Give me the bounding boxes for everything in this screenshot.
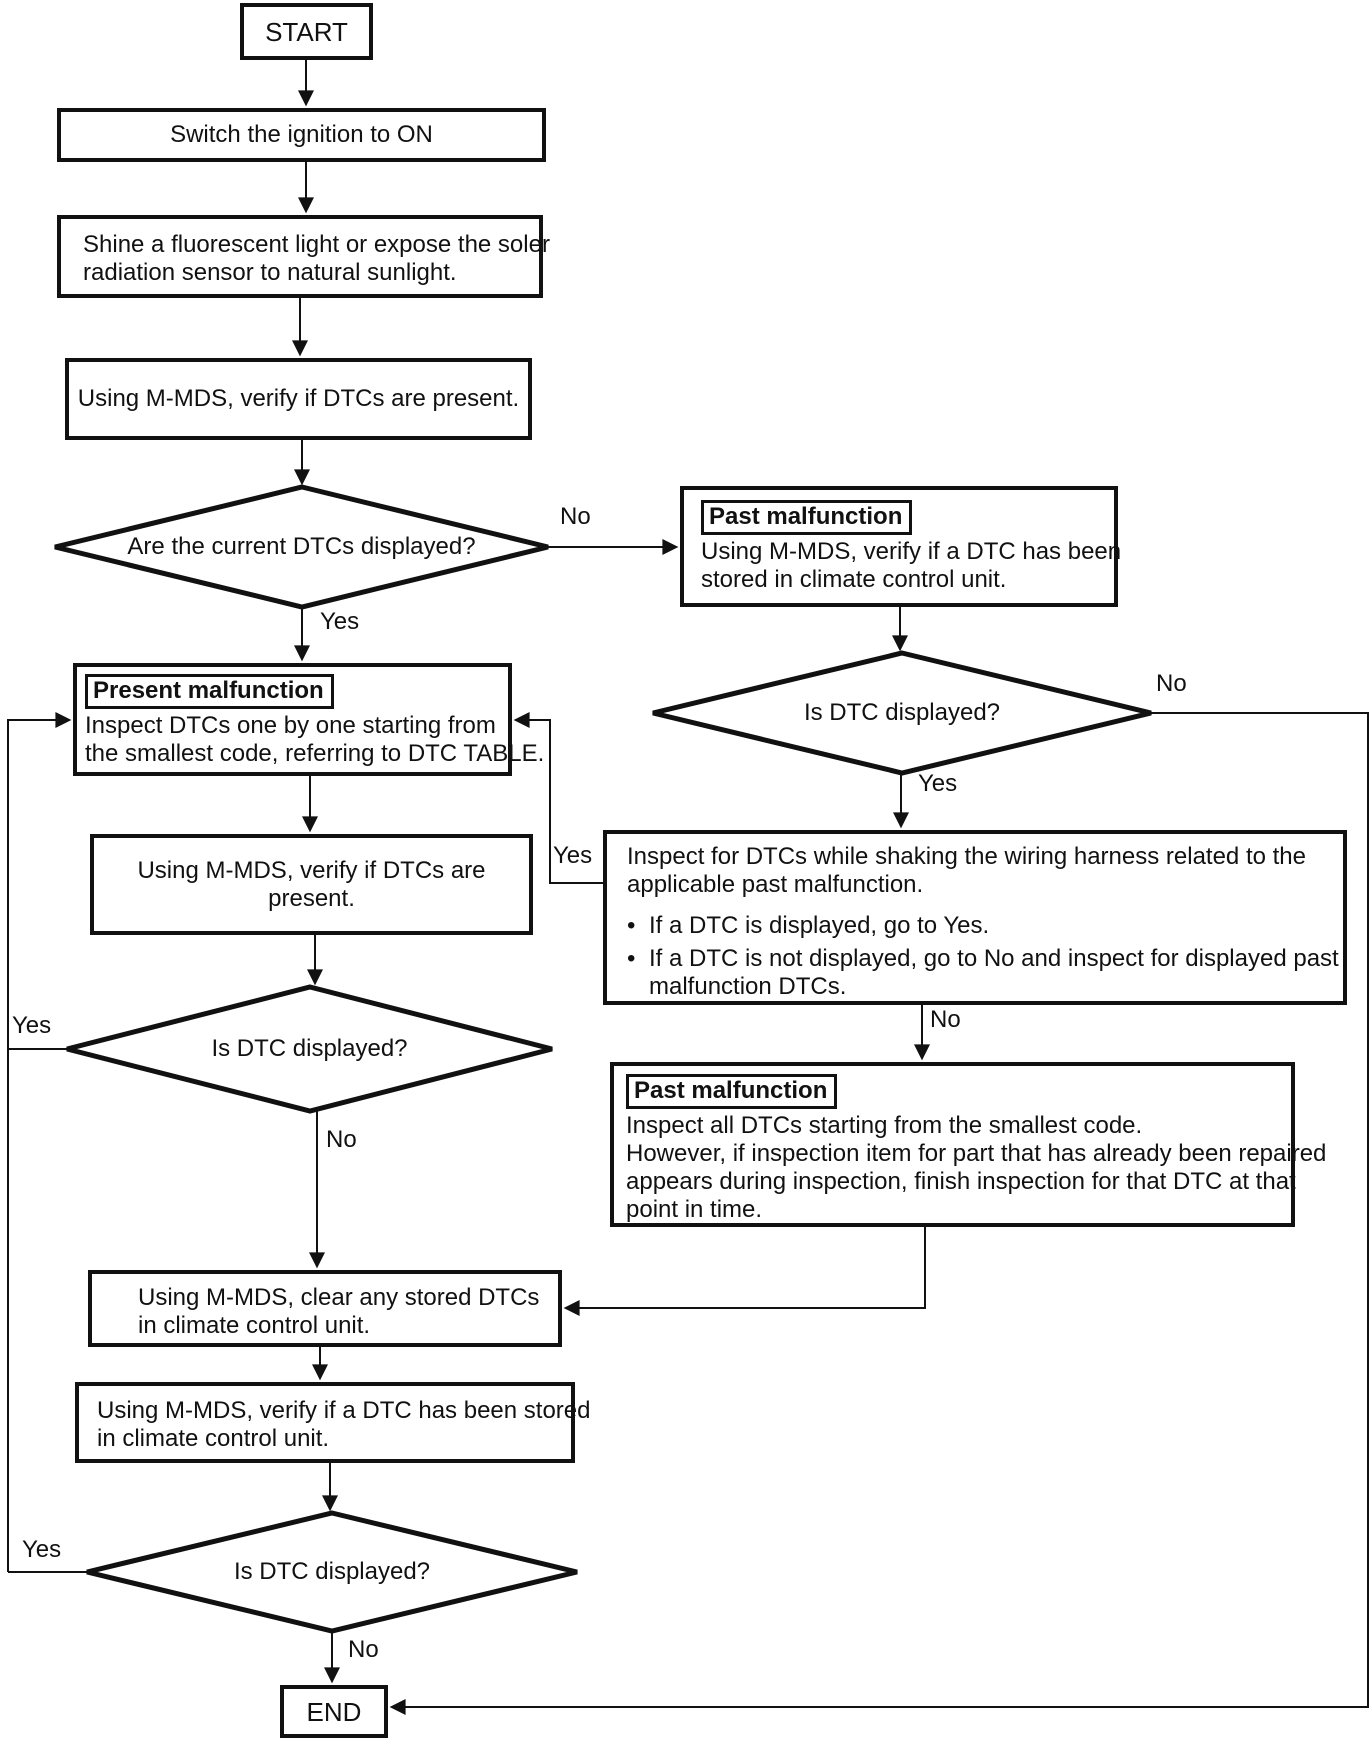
text-line: in climate control unit. [138,1312,371,1339]
edge-past2-to-clear [563,1227,926,1316]
start-label: START [265,16,348,47]
decision-current-dtcs-shape [54,484,549,610]
text-line: If a DTC is displayed, go to Yes. [649,912,990,939]
text-line: If a DTC is not displayed, go to No and … [649,945,1339,972]
edge-label-d2-no: No [1156,670,1187,697]
edge-label-d4-no: No [348,1636,379,1663]
edge-label-d3-no: No [326,1126,357,1153]
step-verify-dtcs-1-label: Using M-MDS, verify if DTCs are present. [77,385,520,412]
step-shine-light: Shine a fluorescent light or expose the … [57,215,550,298]
past-malfunction-tag: Past malfunction [626,1074,838,1109]
decision-dtc-left-label: Is DTC displayed? [211,1035,408,1062]
start-terminator: START [240,3,373,60]
text-line: However, if inspection item for part tha… [626,1140,1327,1167]
edge-label-d1-yes: Yes [320,608,360,635]
edge-label-shake-yes: Yes [553,842,593,869]
step-shake-harness: Inspect for DTCs while shaking the wirin… [603,830,1347,1005]
edge-label-shake-no: No [930,1006,961,1033]
decision-dtc-left-shape [66,984,553,1114]
text-line: in climate control unit. [97,1425,330,1452]
text-line: Using M-MDS, verify if a DTC has been [701,538,1122,565]
edge-label-d3-yes: Yes [12,1012,52,1039]
step-verify-dtcs-2: Using M-MDS, verify if DTCs are present. [90,834,533,935]
text-line: the smallest code, referring to DTC TABL… [85,740,545,767]
edge-shake-yes-to-present [513,712,603,884]
step-past-malfunction-verify: Past malfunction Using M-MDS, verify if … [680,486,1122,607]
step-verify-dtcs-1: Using M-MDS, verify if DTCs are present. [65,358,532,440]
end-terminator: END [280,1685,388,1738]
decision-dtc-bottom-label: Is DTC displayed? [233,1558,431,1585]
edge-d2-no-to-end [389,712,1369,1715]
decision-dtc-right-shape [652,650,1152,776]
step-past-malfunction-inspect: Past malfunction Inspect all DTCs starti… [610,1062,1327,1227]
decision-current-dtcs-label: Are the current DTCs displayed? [127,533,476,560]
step-verify-dtcs-2-label: Using M-MDS, verify if DTCs are present. [137,856,486,912]
step-past-malfunction-inspect-text: Inspect all DTCs starting from the small… [626,1112,1327,1224]
step-shake-harness-text: Inspect for DTCs while shaking the wirin… [627,843,1343,899]
text-line: radiation sensor to natural sunlight. [83,259,457,286]
text-line: point in time. [626,1196,763,1223]
decision-dtc-right-label: Is DTC displayed? [803,699,1001,726]
bullet-dot: • [627,945,636,972]
end-label: END [306,1696,362,1727]
edge-rail-to-present [7,712,72,1572]
text-line: Shine a fluorescent light or expose the … [83,231,550,258]
text-line: Inspect all DTCs starting from the small… [626,1112,1143,1139]
text-line: malfunction DTCs. [649,973,847,1000]
edge-label-d4-yes: Yes [22,1536,62,1563]
step-verify-dtc-stored: Using M-MDS, verify if a DTC has been st… [75,1382,591,1463]
bullet-item: • If a DTC is displayed, go to Yes. [627,912,1343,940]
bullet-item: • If a DTC is not displayed, go to No and… [627,945,1343,1001]
present-malfunction-tag: Present malfunction [85,674,334,709]
text-line: stored in climate control unit. [701,566,1007,593]
text-line: applicable past malfunction. [627,871,924,898]
step-switch-ignition-label: Switch the ignition to ON [170,121,433,148]
edge-label-d2-yes: Yes [918,770,958,797]
text-line: Using M-MDS, clear any stored DTCs [138,1284,540,1311]
step-shine-light-text: Shine a fluorescent light or expose the … [83,231,550,287]
text-line: Inspect DTCs one by one starting from [85,712,496,739]
text-line: Inspect for DTCs while shaking the wirin… [627,843,1306,870]
step-present-malfunction: Present malfunction Inspect DTCs one by … [73,663,545,776]
text-line: appears during inspection, finish inspec… [626,1168,1296,1195]
decision-dtc-bottom-shape [86,1510,578,1634]
text-line: Using M-MDS, verify if a DTC has been st… [97,1397,591,1424]
edge-label-d1-no: No [560,503,591,530]
step-shake-harness-bullets: • If a DTC is displayed, go to Yes. • If a … [627,912,1343,1001]
step-switch-ignition: Switch the ignition to ON [57,108,546,162]
bullet-dot: • [627,912,636,939]
past-malfunction-tag: Past malfunction [701,500,913,535]
step-verify-dtc-stored-text: Using M-MDS, verify if a DTC has been st… [97,1397,591,1453]
